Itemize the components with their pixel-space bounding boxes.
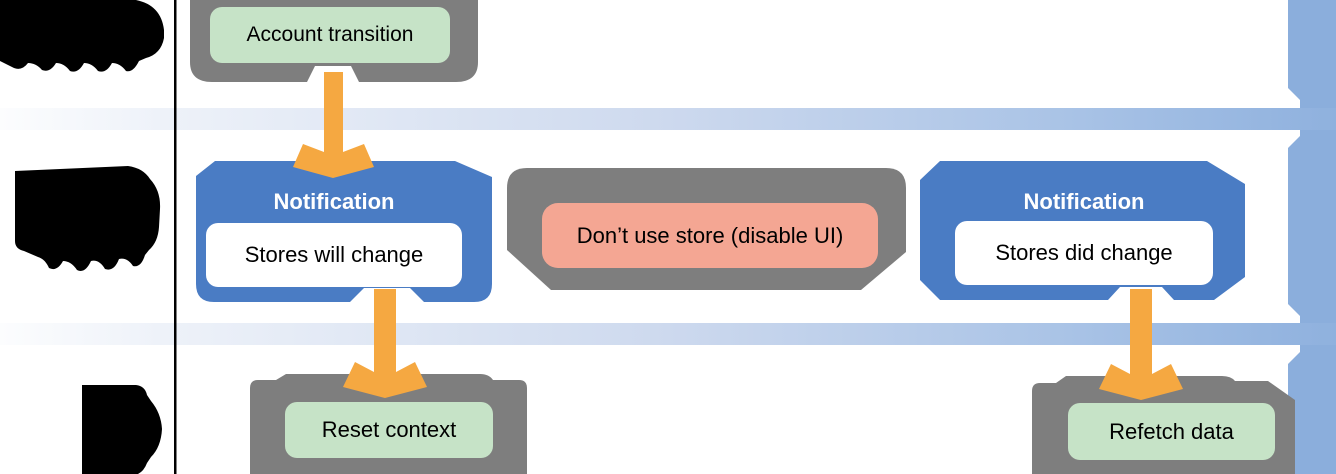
node-reset-context: Reset context <box>285 402 493 458</box>
node-dont-use-store: Don’t use store (disable UI) <box>542 203 878 268</box>
timeline-band-upper <box>0 108 1336 130</box>
redacted-swimlane-label-middle <box>15 166 161 271</box>
timeline-vertical-bar <box>1288 0 1336 474</box>
node-account-transition: Account transition <box>210 7 450 63</box>
notification-title-did-change-label: Notification <box>1023 189 1145 214</box>
notification-title-will-change: Notification <box>206 189 462 215</box>
node-account-transition-label: Account transition <box>246 23 414 46</box>
swimlane-divider-line <box>174 0 177 474</box>
notification-title-did-change: Notification <box>955 189 1213 215</box>
timeline-band-lower <box>0 323 1336 345</box>
node-stores-did-change-label: Stores did change <box>995 240 1173 265</box>
node-dont-use-store-label: Don’t use store (disable UI) <box>576 222 844 248</box>
node-reset-context-label: Reset context <box>321 417 457 442</box>
arrow-will-change-to-reset <box>343 289 427 398</box>
node-refetch-data-label: Refetch data <box>1109 418 1234 444</box>
redacted-swimlane-label-bottom <box>82 385 162 474</box>
notification-title-will-change-label: Notification <box>273 189 395 214</box>
node-stores-will-change-label: Stores will change <box>244 242 424 267</box>
arrow-did-change-to-refetch <box>1099 289 1183 400</box>
redacted-swimlane-label-top <box>0 0 164 72</box>
node-stores-will-change: Stores will change <box>206 223 462 287</box>
node-refetch-data: Refetch data <box>1068 403 1275 460</box>
node-stores-did-change: Stores did change <box>955 221 1213 285</box>
arrow-account-to-will-change <box>293 72 374 178</box>
